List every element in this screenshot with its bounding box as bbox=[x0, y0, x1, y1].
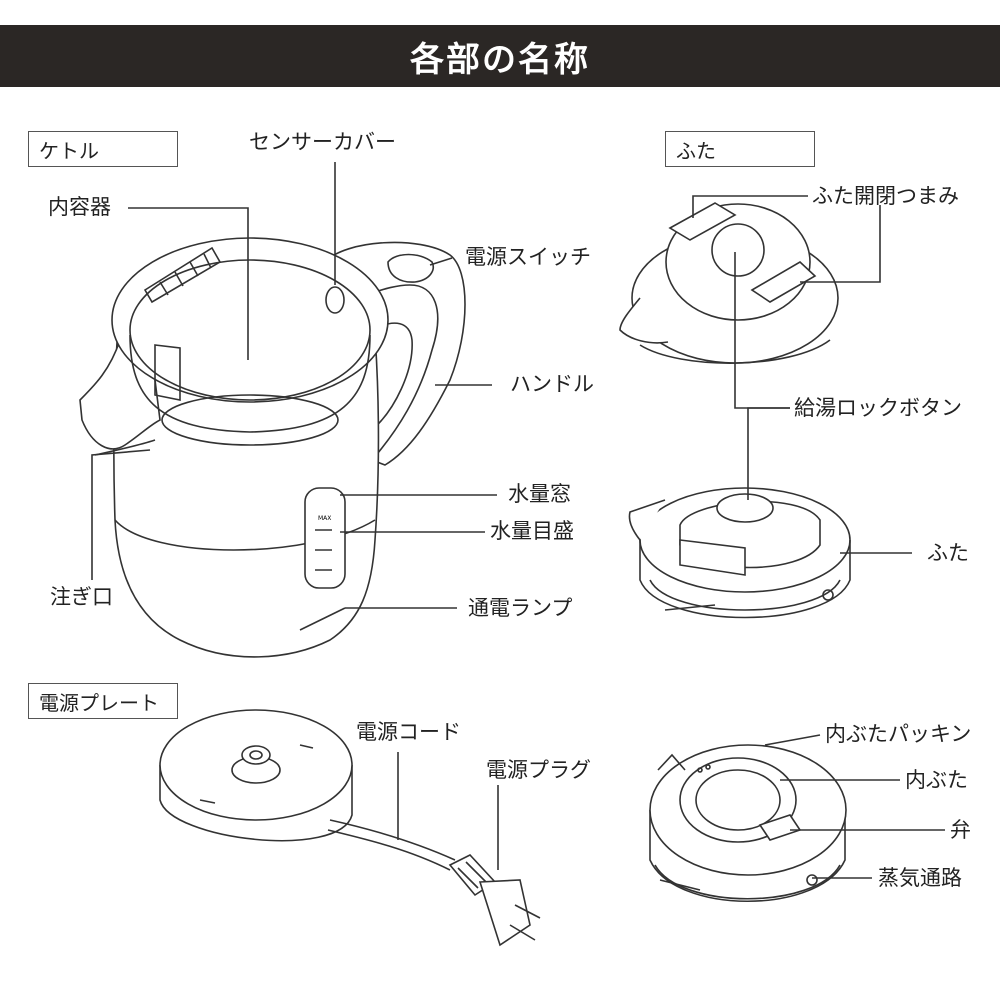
section-label-base: 電源プレート bbox=[28, 683, 178, 719]
label-valve: 弁 bbox=[950, 818, 971, 842]
label-spout: 注ぎ口 bbox=[50, 585, 113, 609]
label-handle: ハンドル bbox=[510, 372, 594, 396]
base-plate-illustration bbox=[159, 709, 541, 947]
label-power-cord: 電源コード bbox=[356, 720, 461, 744]
kettle-leader-lines bbox=[91, 162, 497, 609]
label-power-plug: 電源プラグ bbox=[486, 758, 591, 782]
label-water-window: 水量窓 bbox=[508, 482, 571, 506]
lid-side-illustration bbox=[628, 487, 851, 619]
max-mark: MAX bbox=[318, 515, 331, 522]
section-label-kettle: ケトル bbox=[28, 131, 178, 167]
label-power-switch: 電源スイッチ bbox=[465, 245, 591, 269]
label-lid-knob: ふた開閉つまみ bbox=[812, 184, 959, 208]
label-lock-button: 給湯ロックボタン bbox=[794, 396, 962, 420]
section-label-lid: ふた bbox=[665, 131, 815, 167]
label-inner-container: 内容器 bbox=[48, 195, 111, 219]
label-inner-lid: 内ぶた bbox=[905, 768, 968, 792]
page-title: 各部の名称 bbox=[0, 25, 1000, 87]
label-inner-lid-packing: 内ぶたパッキン bbox=[825, 722, 972, 746]
base-leader-lines bbox=[397, 752, 499, 870]
label-sensor-cover: センサーカバー bbox=[249, 130, 396, 154]
label-water-scale: 水量目盛 bbox=[490, 519, 574, 543]
label-power-lamp: 通電ランプ bbox=[468, 596, 573, 620]
inner-lid-leader-lines bbox=[764, 734, 945, 879]
inner-lid-illustration bbox=[649, 744, 847, 902]
label-steam-path: 蒸気通路 bbox=[878, 866, 962, 890]
kettle-illustration: MAX bbox=[79, 237, 466, 658]
lid-leader-lines bbox=[692, 195, 912, 554]
label-lid: ふた bbox=[927, 541, 969, 565]
lid-top-illustration bbox=[619, 202, 839, 364]
